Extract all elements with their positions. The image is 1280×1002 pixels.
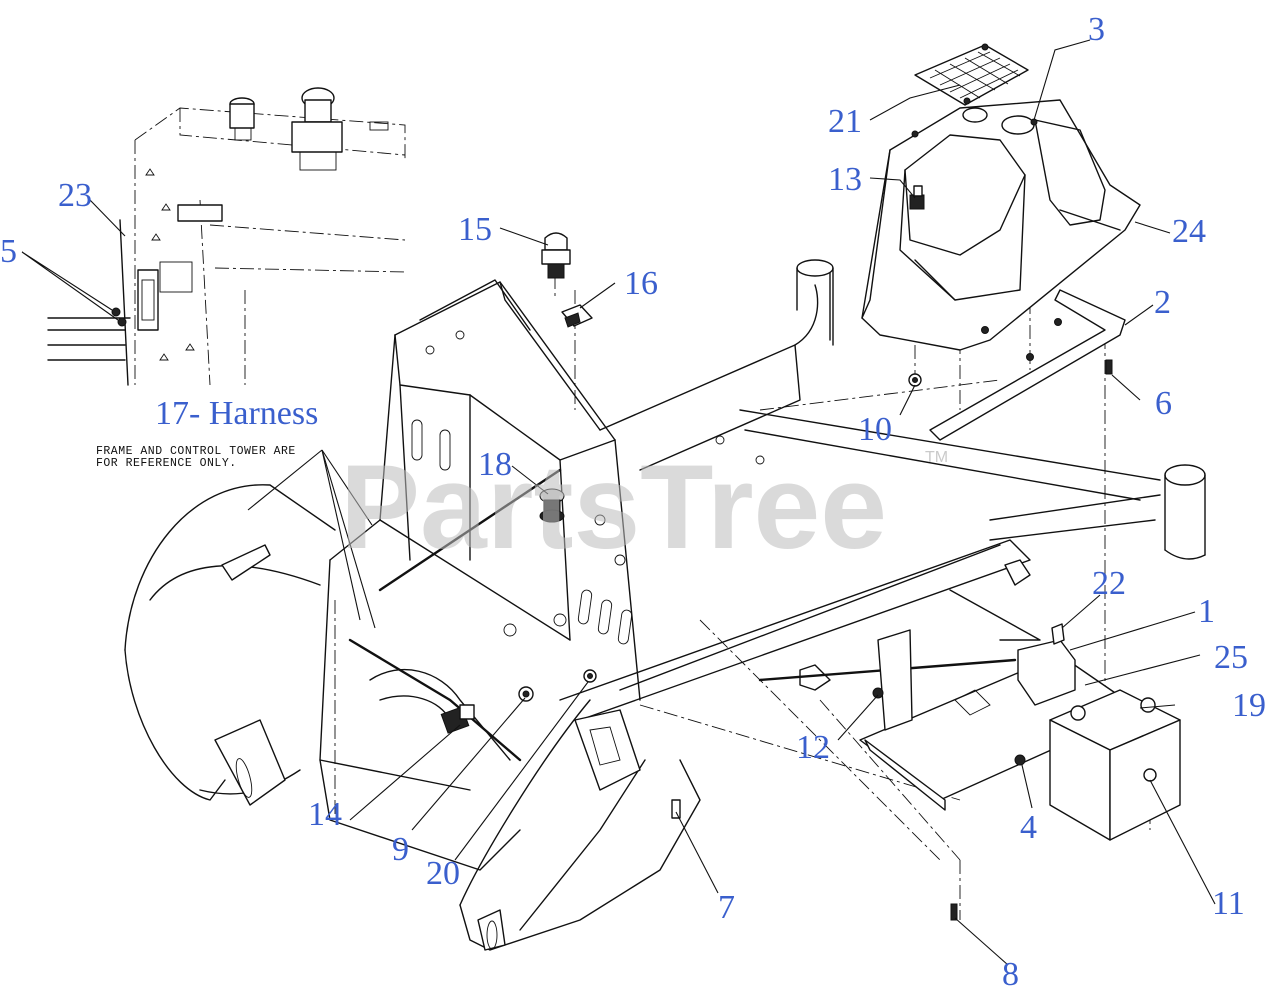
part-2-bracket — [929, 289, 1126, 441]
callout-6: 6 — [1155, 385, 1172, 422]
part-19-battery — [1049, 689, 1181, 841]
callout-19: 19 — [1232, 687, 1266, 724]
inset-detail-view — [47, 87, 406, 386]
part-20-bolt — [583, 669, 597, 683]
callout-14: 14 — [308, 796, 342, 833]
callout-3: 3 — [1088, 11, 1105, 48]
part-16-switch — [561, 304, 593, 328]
part-15-switch — [541, 232, 571, 279]
svg-text:PartsTree: PartsTree — [340, 440, 887, 574]
callout-4: 4 — [1020, 809, 1037, 846]
part-21-mesh-cover — [914, 43, 1029, 106]
callout-20: 20 — [426, 855, 460, 892]
part-4-bolt — [1014, 754, 1026, 766]
reference-note-line-2: FOR REFERENCE ONLY. — [96, 457, 237, 470]
leader-lines — [21, 39, 1216, 966]
callout-16: 16 — [624, 265, 658, 302]
part-24-console — [861, 99, 1141, 361]
callout-11: 11 — [1212, 885, 1245, 922]
callout-18: 18 — [478, 446, 512, 483]
part-8-bolt — [950, 903, 958, 921]
callout-10: 10 — [858, 411, 892, 448]
callout-9: 9 — [392, 831, 409, 868]
inset-seat-switch — [111, 269, 159, 331]
callout-25: 25 — [1214, 639, 1248, 676]
callout-2: 2 — [1154, 284, 1171, 321]
part-6-screw — [1105, 359, 1113, 375]
inset-pto-knob — [291, 87, 343, 171]
part-22-bolt — [1051, 623, 1065, 645]
part-11-bolt — [1143, 768, 1157, 782]
callout-21: 21 — [828, 103, 862, 140]
callout-1: 1 — [1198, 593, 1215, 630]
harness-label: 17- Harness — [155, 395, 318, 432]
callout-7: 7 — [718, 889, 735, 926]
callout-15: 15 — [458, 211, 492, 248]
part-18-key-switch — [539, 488, 565, 523]
callout-22: 22 — [1092, 565, 1126, 602]
svg-text:TM: TM — [925, 449, 948, 466]
part-10-nut — [908, 373, 922, 387]
inset-ignition-switch — [229, 97, 255, 141]
part-9-bolt — [518, 686, 534, 702]
callout-5: 5 — [0, 233, 17, 270]
partstree-watermark: PartsTree TM — [340, 440, 948, 574]
reference-note-line-1: FRAME AND CONTROL TOWER ARE — [96, 445, 296, 458]
callout-8: 8 — [1002, 956, 1019, 993]
callout-12: 12 — [796, 729, 830, 766]
callout-13: 13 — [828, 161, 862, 198]
callout-24: 24 — [1172, 213, 1206, 250]
part-14-switch — [440, 704, 475, 734]
part-7-bolt — [671, 799, 681, 819]
callout-23: 23 — [58, 177, 92, 214]
part-13-key — [909, 185, 925, 210]
main-frame — [124, 200, 1206, 951]
